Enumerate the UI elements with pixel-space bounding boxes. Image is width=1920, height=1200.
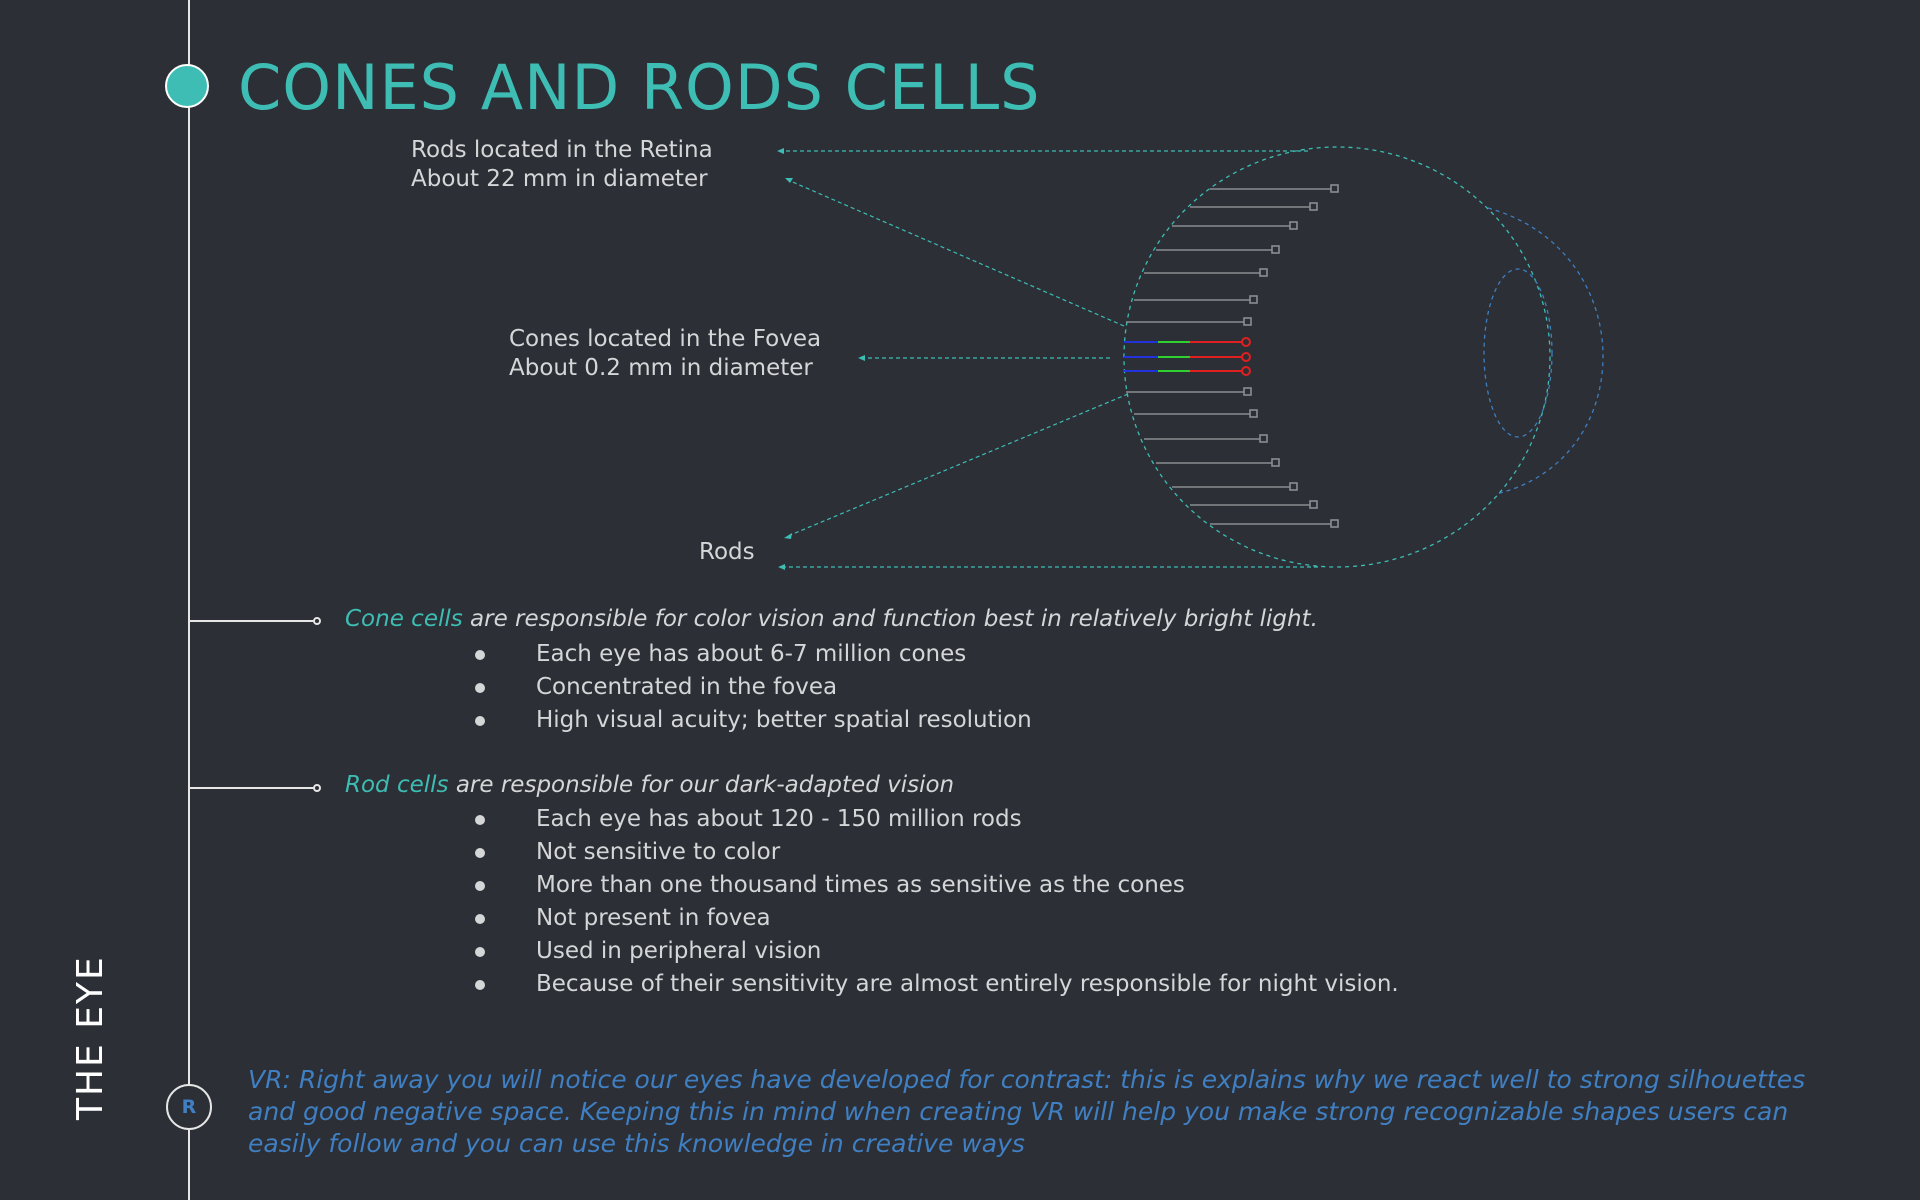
list-item: More than one thousand times as sensitiv… — [470, 869, 1399, 902]
lens-outline — [1483, 268, 1553, 438]
rod-bullet-list: Each eye has about 120 - 150 million rod… — [470, 803, 1399, 1001]
cornea-outline — [1487, 207, 1604, 495]
bullet-dot — [475, 848, 485, 858]
rod-section-heading: Rod cells are responsible for our dark-a… — [345, 772, 954, 798]
timeline-line — [188, 0, 190, 1200]
bullet-dot — [475, 716, 485, 726]
bullet-dot — [475, 980, 485, 990]
list-item: High visual acuity; better spatial resol… — [470, 704, 1032, 737]
bullet-dot — [475, 815, 485, 825]
list-item: Used in peripheral vision — [470, 935, 1399, 968]
rod-branch-line — [189, 787, 317, 789]
rods-label: Rods — [699, 539, 755, 565]
list-item: Not sensitive to color — [470, 836, 1399, 869]
title-marker-dot — [165, 64, 209, 108]
bullet-text: Each eye has about 6-7 million cones — [536, 641, 967, 667]
vr-badge: R — [166, 1084, 212, 1130]
side-title: THE EYE — [70, 955, 111, 1120]
vr-note: VR: Right away you will notice our eyes … — [248, 1065, 1806, 1158]
cone-branch-line — [189, 620, 317, 622]
rod-cells — [1126, 184, 1339, 528]
bullet-dot — [475, 683, 485, 693]
rod-heading-accent: Rod cells — [345, 772, 449, 798]
bullet-text: Used in peripheral vision — [536, 938, 822, 964]
bullet-text: Concentrated in the fovea — [536, 674, 838, 700]
rod-heading-text: are responsible for our dark-adapted vis… — [448, 772, 955, 798]
cones-fovea-line-2: About 0.2 mm in diameter — [509, 355, 813, 381]
pointer-arrowheads — [777, 148, 865, 570]
rods-retina-line-2: About 22 mm in diameter — [411, 166, 708, 192]
eye-diagram — [777, 146, 1604, 570]
pointer-rods-diag — [787, 393, 1129, 537]
list-item: Each eye has about 120 - 150 million rod… — [470, 803, 1399, 836]
cone-heading-text: are responsible for color vision and fun… — [462, 606, 1318, 632]
pointer-lines — [780, 150, 1318, 568]
cone-bullet-list: Each eye has about 6-7 million cones Con… — [470, 638, 1032, 737]
rods-retina-line-1: Rods located in the Retina — [411, 137, 713, 163]
cone-cells — [1124, 337, 1251, 376]
cone-heading-accent: Cone cells — [345, 606, 463, 632]
bullet-text: Because of their sensitivity are almost … — [536, 971, 1399, 997]
bullet-dot — [475, 881, 485, 891]
page-title: CONES AND RODS CELLS — [238, 51, 1041, 124]
bullet-text: Each eye has about 120 - 150 million rod… — [536, 806, 1022, 832]
list-item: Each eye has about 6-7 million cones — [470, 638, 1032, 671]
bullet-text: Not present in fovea — [536, 905, 771, 931]
cones-fovea-line-1: Cones located in the Fovea — [509, 326, 822, 352]
list-item: Not present in fovea — [470, 902, 1399, 935]
bullet-dot — [475, 947, 485, 957]
cone-section-heading: Cone cells are responsible for color vis… — [345, 606, 1318, 632]
cones-fovea-label: Cones located in the Fovea About 0.2 mm … — [509, 325, 821, 383]
rods-retina-label: Rods located in the Retina About 22 mm i… — [411, 136, 713, 194]
list-item: Concentrated in the fovea — [470, 671, 1032, 704]
rod-branch-node — [313, 784, 321, 792]
bullet-dot — [475, 650, 485, 660]
cone-branch-node — [313, 617, 321, 625]
bullet-text: Not sensitive to color — [536, 839, 781, 865]
bullet-text: High visual acuity; better spatial resol… — [536, 707, 1032, 733]
pointer-retina-diag — [787, 179, 1125, 327]
bullet-text: More than one thousand times as sensitiv… — [536, 872, 1185, 898]
bullet-dot — [475, 914, 485, 924]
list-item: Because of their sensitivity are almost … — [470, 968, 1399, 1001]
